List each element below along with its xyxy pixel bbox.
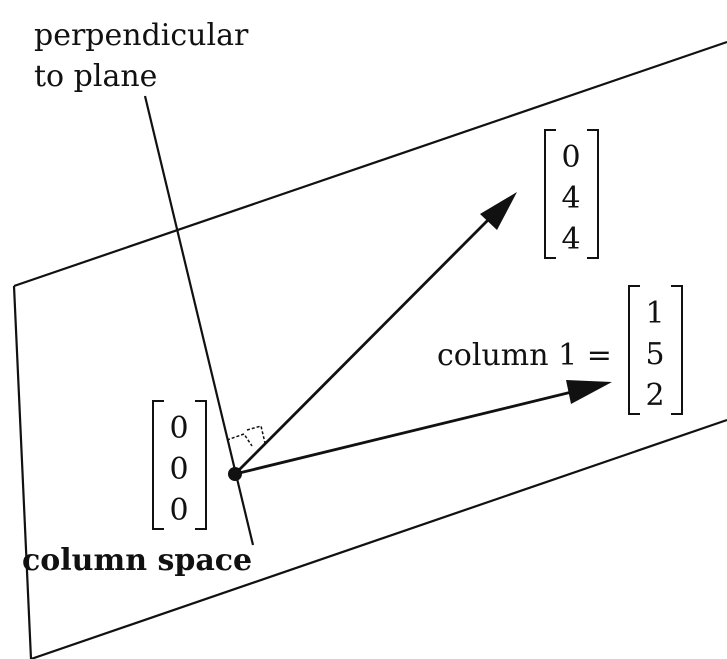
vector-entry: 0 bbox=[561, 140, 580, 175]
bracket-left bbox=[152, 400, 164, 530]
vector-entry: 2 bbox=[645, 378, 664, 413]
right-angle-marker-top bbox=[226, 433, 253, 447]
bracket-right bbox=[587, 129, 599, 259]
vector-entry: 0 bbox=[169, 493, 188, 528]
plane bbox=[12, 40, 727, 659]
bracket-left bbox=[544, 129, 556, 259]
vector-column1-shaft bbox=[234, 387, 585, 476]
vector-entry: 0 bbox=[169, 411, 188, 446]
vector-top-arrowhead bbox=[480, 192, 517, 230]
right-angle-markers bbox=[226, 425, 266, 447]
vector-top-shaft bbox=[234, 211, 497, 475]
perpendicular-label-line2: to plane bbox=[34, 59, 157, 94]
perpendicular-label-line1: perpendicular bbox=[34, 18, 249, 53]
vector-origin: 0 0 0 bbox=[152, 400, 207, 530]
plane-left-edge bbox=[12, 285, 33, 659]
vector-column1-arrow bbox=[234, 380, 612, 476]
vector-entry: 1 bbox=[645, 296, 664, 331]
vector-entry: 5 bbox=[645, 337, 664, 372]
vector-entry: 4 bbox=[561, 181, 580, 216]
bracket-right bbox=[195, 400, 207, 530]
column1-label: column 1 = bbox=[437, 338, 612, 373]
right-angle-marker-column1 bbox=[246, 425, 266, 444]
plane-bottom-edge bbox=[30, 418, 727, 659]
bracket-right bbox=[671, 285, 683, 415]
vector-top: 0 4 4 bbox=[544, 129, 599, 259]
vector-column1: 1 5 2 bbox=[628, 285, 683, 415]
vector-top-arrow bbox=[234, 192, 517, 475]
vector-entry: 0 bbox=[169, 452, 188, 487]
origin-point bbox=[228, 467, 242, 481]
plane-label: column space bbox=[22, 543, 252, 578]
vector-entry: 4 bbox=[561, 222, 580, 257]
vector-column1-arrowhead bbox=[566, 380, 612, 404]
plane-top-edge bbox=[13, 40, 727, 288]
bracket-left bbox=[628, 285, 640, 415]
